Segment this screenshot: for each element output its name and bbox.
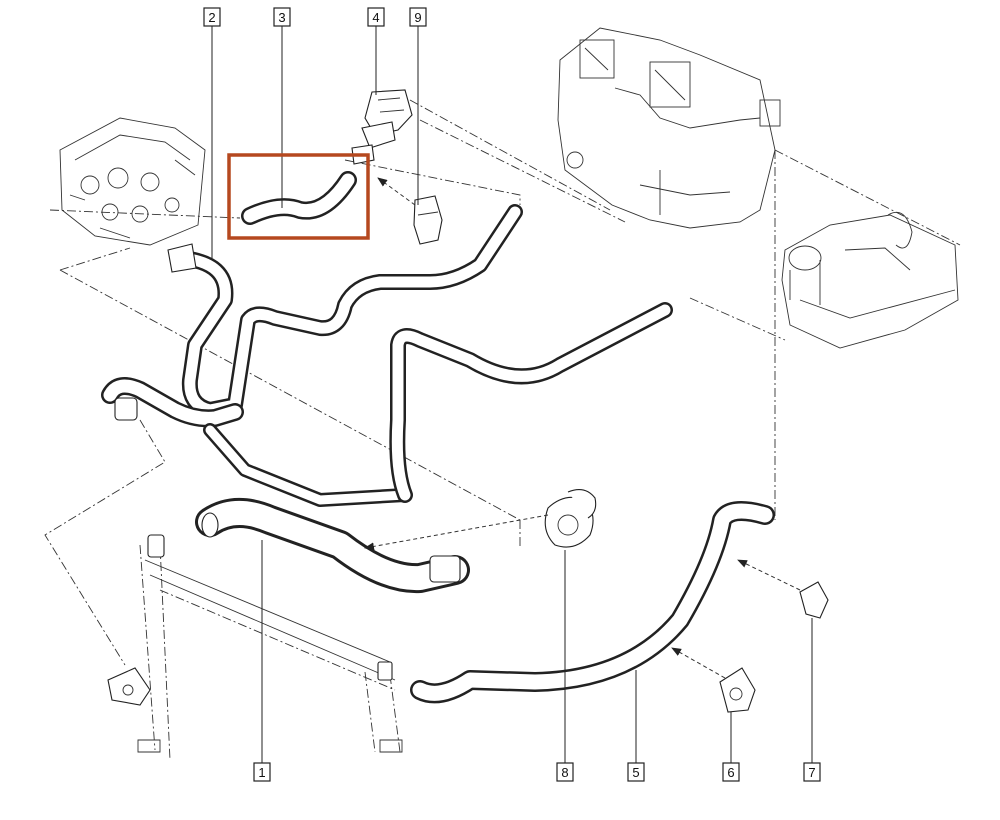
svg-text:5: 5 <box>632 765 639 780</box>
clip-8 <box>544 489 597 548</box>
callout-3: 3 <box>273 7 291 27</box>
radiator-sketch <box>107 534 403 761</box>
callout-1: 1 <box>253 762 271 782</box>
callout-7: 7 <box>803 762 821 782</box>
hose-3 <box>241 171 357 225</box>
callout-9: 9 <box>409 7 427 27</box>
svg-text:6: 6 <box>727 765 734 780</box>
hose-5 <box>410 501 775 704</box>
callout-8: 8 <box>556 762 574 782</box>
clip-6 <box>719 667 756 713</box>
svg-text:2: 2 <box>208 10 215 25</box>
reference-dash-lines <box>44 99 961 666</box>
highlight-box <box>227 153 370 240</box>
heater-unit-sketch <box>557 27 781 229</box>
engine-block-sketch <box>59 117 206 246</box>
callout-4: 4 <box>367 7 385 27</box>
svg-text:4: 4 <box>372 10 379 25</box>
callout-5: 5 <box>627 762 645 782</box>
part-4-connector <box>351 89 413 165</box>
svg-text:1: 1 <box>258 765 265 780</box>
hose-1 <box>195 497 470 594</box>
leader-lines <box>211 26 813 763</box>
direction-arrows <box>364 177 801 679</box>
svg-text:7: 7 <box>808 765 815 780</box>
clip-7 <box>799 581 829 619</box>
heater-return-hose <box>389 302 673 503</box>
callout-6: 6 <box>722 762 740 782</box>
callout-2: 2 <box>203 7 221 27</box>
svg-text:8: 8 <box>561 765 568 780</box>
svg-text:3: 3 <box>278 10 285 25</box>
svg-text:9: 9 <box>414 10 421 25</box>
hose-2 <box>101 204 523 507</box>
expansion-tank-sketch <box>781 211 959 349</box>
clip-9 <box>413 195 443 245</box>
